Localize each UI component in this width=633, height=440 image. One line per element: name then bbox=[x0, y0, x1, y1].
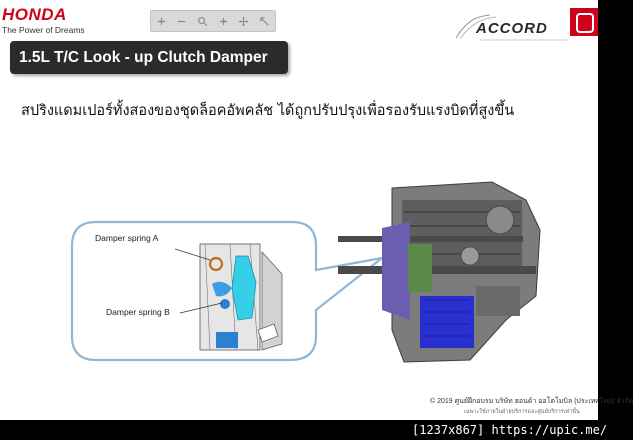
slide-nav-tab[interactable] bbox=[570, 8, 598, 36]
rotate-icon[interactable] bbox=[216, 14, 230, 28]
swoosh-icon bbox=[455, 14, 568, 41]
page-icon bbox=[576, 13, 594, 33]
slide-description: สปริงแดมเปอร์ทั้งสองของชุดล็อคอัพคลัช ได… bbox=[21, 103, 515, 119]
zoom-out-icon[interactable] bbox=[175, 14, 189, 28]
honda-logo: HONDA The Power of Dreams bbox=[2, 5, 85, 36]
clutch-diagram bbox=[70, 181, 541, 363]
resize-icon[interactable] bbox=[258, 14, 272, 28]
copyright-subnote: เฉพาะใช้ภายในฝ่ายบริการและศูนย์บริการเท่… bbox=[464, 409, 580, 415]
slide: HONDA The Power of Dreams ACCORD bbox=[0, 0, 633, 420]
magnifier-icon[interactable] bbox=[196, 14, 210, 28]
label-damper-spring-b: Damper spring B bbox=[106, 307, 170, 317]
brand-name: HONDA bbox=[2, 5, 67, 24]
image-viewer-toolbar bbox=[150, 10, 276, 32]
move-icon[interactable] bbox=[237, 14, 251, 28]
damper-cross-section bbox=[174, 243, 283, 351]
image-watermark: [1237x867] https://upic.me/ bbox=[412, 423, 608, 437]
slide-title: 1.5L T/C Look - up Clutch Damper bbox=[10, 41, 288, 74]
brand-tagline: The Power of Dreams bbox=[2, 25, 85, 35]
label-damper-spring-a: Damper spring A bbox=[95, 233, 159, 243]
copyright-notice: © 2019 ศูนย์ฝึกอบรม บริษัท ฮอนด้า ออโตโม… bbox=[430, 398, 633, 405]
accord-logo: ACCORD bbox=[450, 12, 570, 42]
window-edge bbox=[598, 0, 600, 440]
transmission-cutaway bbox=[338, 181, 541, 363]
model-name: ACCORD bbox=[476, 20, 548, 37]
zoom-in-icon[interactable] bbox=[154, 14, 168, 28]
